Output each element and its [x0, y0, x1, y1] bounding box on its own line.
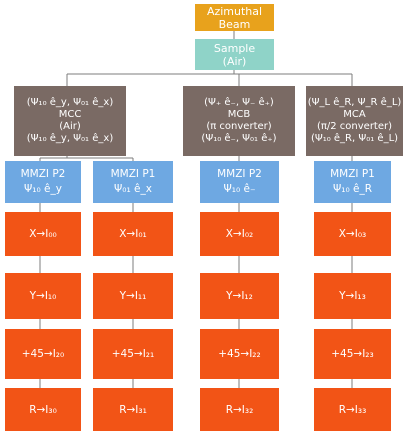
measurement-box: Y→I₁₁: [93, 273, 173, 319]
measurement-label: X→I₀₃: [338, 228, 367, 240]
measurement-label: X→I₀₂: [225, 228, 254, 240]
sample-box: Sample (Air): [195, 39, 274, 70]
mmzi-title: MMZI P2: [20, 168, 66, 180]
mmzi-box: MMZI P2 Ψ₁₀ ê₋: [200, 161, 279, 203]
mcc-output-state: (Ψ₁₀ ê_y, Ψ₀₁ ê_x): [26, 133, 114, 144]
converter-mcc: (Ψ₁₀ ê_y, Ψ₀₁ ê_x) MCC (Air) (Ψ₁₀ ê_y, Ψ…: [14, 86, 126, 156]
measurement-box: +45→I₂₀: [5, 329, 81, 379]
measurement-box: Y→I₁₃: [314, 273, 391, 319]
measurement-box: R→I₃₁: [93, 388, 173, 431]
measurement-label: Y→I₁₂: [226, 290, 253, 302]
azimuthal-beam-box: Azimuthal Beam: [195, 4, 274, 31]
mca-input-state: (Ψ_L ê_R, Ψ_R ê_L): [307, 97, 402, 108]
mcc-subtitle: (Air): [59, 121, 81, 132]
mmzi-box: MMZI P1 Ψ₁₀ ê_R: [314, 161, 391, 203]
measurement-label: Y→I₁₁: [119, 290, 147, 302]
mca-subtitle: (π/2 converter): [316, 121, 393, 132]
measurement-box: R→I₃₂: [200, 388, 279, 431]
measurement-label: X→I₀₁: [119, 228, 147, 240]
measurement-label: R→I₃₁: [119, 403, 147, 416]
measurement-box: R→I₃₀: [5, 388, 81, 431]
measurement-label: +45→I₂₃: [331, 348, 374, 360]
azimuthal-beam-line1: Azimuthal: [206, 4, 263, 18]
measurement-label: +45→I₂₁: [111, 348, 155, 360]
mmzi-state: Ψ₁₀ ê_y: [24, 183, 62, 195]
mmzi-state: Ψ₀₁ ê_x: [114, 183, 152, 195]
measurement-box: R→I₃₃: [314, 388, 391, 431]
measurement-label: R→I₃₂: [225, 403, 254, 416]
measurement-box: Y→I₁₀: [5, 273, 81, 319]
mmzi-box: MMZI P1 Ψ₀₁ ê_x: [93, 161, 173, 203]
measurement-box: +45→I₂₃: [314, 329, 391, 379]
measurement-box: X→I₀₃: [314, 212, 391, 256]
mmzi-state: Ψ₁₀ ê_R: [332, 183, 373, 195]
mcc-input-state: (Ψ₁₀ ê_y, Ψ₀₁ ê_x): [26, 97, 114, 108]
measurement-label: X→I₀₀: [29, 228, 57, 240]
measurement-box: X→I₀₀: [5, 212, 81, 256]
mmzi-title: MMZI P1: [110, 168, 156, 180]
mca-title: MCA: [343, 109, 366, 120]
mmzi-state: Ψ₁₀ ê₋: [223, 183, 256, 195]
measurement-label: Y→I₁₀: [29, 290, 57, 302]
mcc-title: MCC: [58, 109, 82, 120]
measurement-box: X→I₀₂: [200, 212, 279, 256]
measurement-box: Y→I₁₂: [200, 273, 279, 319]
measurement-box: X→I₀₁: [93, 212, 173, 256]
mmzi-title: MMZI P2: [217, 168, 262, 180]
mca-output-state: (Ψ₁₀ ê_R, Ψ₀₁ ê_L): [310, 133, 399, 144]
mmzi-box: MMZI P2 Ψ₁₀ ê_y: [5, 161, 81, 203]
converter-mca: (Ψ_L ê_R, Ψ_R ê_L) MCA (π/2 converter) (…: [306, 86, 403, 156]
sample-line1: Sample: [213, 41, 256, 55]
mmzi-title: MMZI P1: [330, 168, 375, 180]
measurement-label: +45→I₂₀: [21, 348, 65, 360]
mcb-output-state: (Ψ₁₀ ê₋, Ψ₀₁ ê₊): [201, 133, 277, 144]
measurement-box: +45→I₂₁: [93, 329, 173, 379]
converter-mcb: (Ψ₊ ê₋, Ψ₋ ê₊) MCB (π converter) (Ψ₁₀ ê₋…: [183, 86, 295, 156]
measurement-label: +45→I₂₂: [218, 348, 261, 360]
azimuthal-beam-line2: Beam: [218, 17, 251, 31]
sample-line2: (Air): [222, 54, 247, 68]
measurement-box: +45→I₂₂: [200, 329, 279, 379]
mcb-input-state: (Ψ₊ ê₋, Ψ₋ ê₊): [204, 97, 274, 108]
mcb-title: MCB: [227, 109, 251, 120]
measurement-label: R→I₃₀: [29, 403, 57, 416]
mcb-subtitle: (π converter): [206, 121, 272, 132]
measurement-label: R→I₃₃: [338, 403, 367, 416]
measurement-label: Y→I₁₃: [339, 290, 366, 302]
column-connectors: [39, 203, 353, 388]
